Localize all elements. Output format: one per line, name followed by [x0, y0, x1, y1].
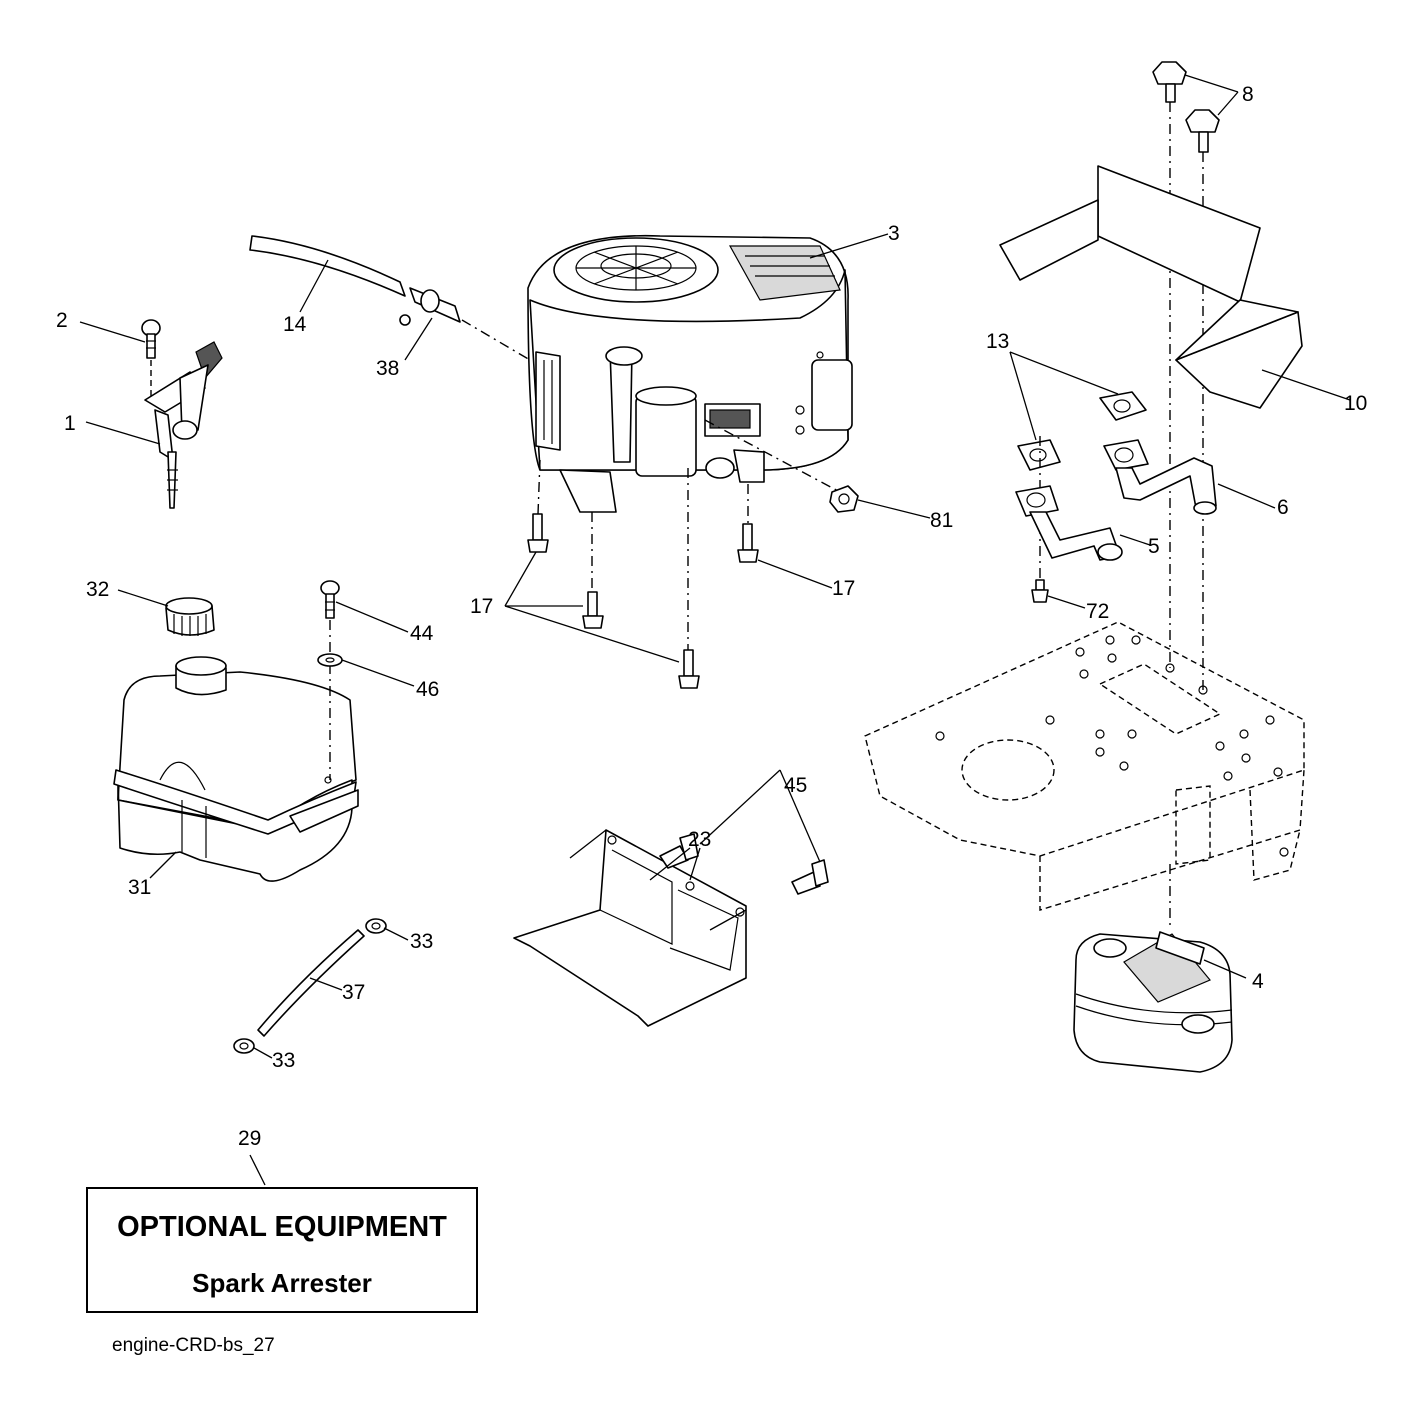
bracket-plate-part[interactable] [513, 829, 747, 1027]
callout-32: 32 [86, 578, 109, 601]
exhaust-pipe-5-part[interactable] [1015, 485, 1123, 561]
engine-part[interactable] [527, 234, 853, 650]
fuel-cap-part[interactable] [165, 597, 215, 636]
bolts-45-part[interactable] [659, 833, 829, 895]
callout-33-top: 33 [410, 930, 433, 953]
callout-1: 1 [64, 412, 76, 435]
fuel-hose-part[interactable] [249, 235, 406, 297]
fuel-tank-part[interactable] [113, 656, 359, 882]
washer-46-part[interactable] [317, 653, 343, 667]
engine-bolts-part[interactable] [527, 513, 759, 689]
callout-37: 37 [342, 981, 365, 1004]
leader-lines [79, 74, 1351, 1186]
bolt-72-part[interactable] [1031, 579, 1049, 603]
callout-14: 14 [283, 313, 307, 336]
throttle-control-part[interactable] [144, 341, 223, 509]
callout-2: 2 [56, 309, 68, 332]
callout-44: 44 [410, 622, 434, 645]
callout-81: 81 [930, 509, 953, 532]
callout-4: 4 [1252, 970, 1264, 993]
optional-equipment-box: OPTIONAL EQUIPMENT Spark Arrester [86, 1187, 478, 1313]
callout-17-left: 17 [470, 595, 493, 618]
heat-shield-part[interactable] [999, 165, 1303, 409]
throttle-screw-part[interactable] [141, 319, 161, 398]
gaskets-part[interactable] [1017, 391, 1147, 582]
callout-labels: 1 2 3 4 5 6 8 10 13 14 17 17 23 29 31 32… [56, 83, 1367, 1150]
callout-45: 45 [784, 774, 807, 797]
callout-17-right: 17 [832, 577, 855, 600]
screw-44-part[interactable] [320, 580, 340, 780]
muffler-part[interactable] [1073, 864, 1233, 1073]
callout-13: 13 [986, 330, 1009, 353]
callout-8: 8 [1242, 83, 1254, 106]
diagram-code: engine-CRD-bs_27 [112, 1335, 275, 1356]
callout-6: 6 [1277, 496, 1289, 519]
callout-23: 23 [688, 828, 711, 851]
callout-10: 10 [1344, 392, 1367, 415]
callout-29: 29 [238, 1127, 261, 1150]
chassis-frame-part [864, 621, 1305, 911]
callout-72: 72 [1086, 600, 1109, 623]
fuel-filter-part[interactable] [399, 287, 531, 361]
callout-3: 3 [888, 222, 900, 245]
callout-5: 5 [1148, 535, 1160, 558]
callout-46: 46 [416, 678, 439, 701]
fuel-line-part[interactable] [257, 929, 365, 1037]
spark-arrester-label: Spark Arrester [192, 1268, 372, 1298]
exhaust-pipe-6-part[interactable] [1103, 439, 1217, 515]
callout-33-bottom: 33 [272, 1049, 295, 1072]
callout-31: 31 [128, 876, 151, 899]
hose-clamps-part[interactable] [233, 918, 387, 1054]
callout-38: 38 [376, 357, 399, 380]
nut-81-part[interactable] [829, 485, 859, 513]
optional-equipment-title: OPTIONAL EQUIPMENT [117, 1211, 447, 1243]
